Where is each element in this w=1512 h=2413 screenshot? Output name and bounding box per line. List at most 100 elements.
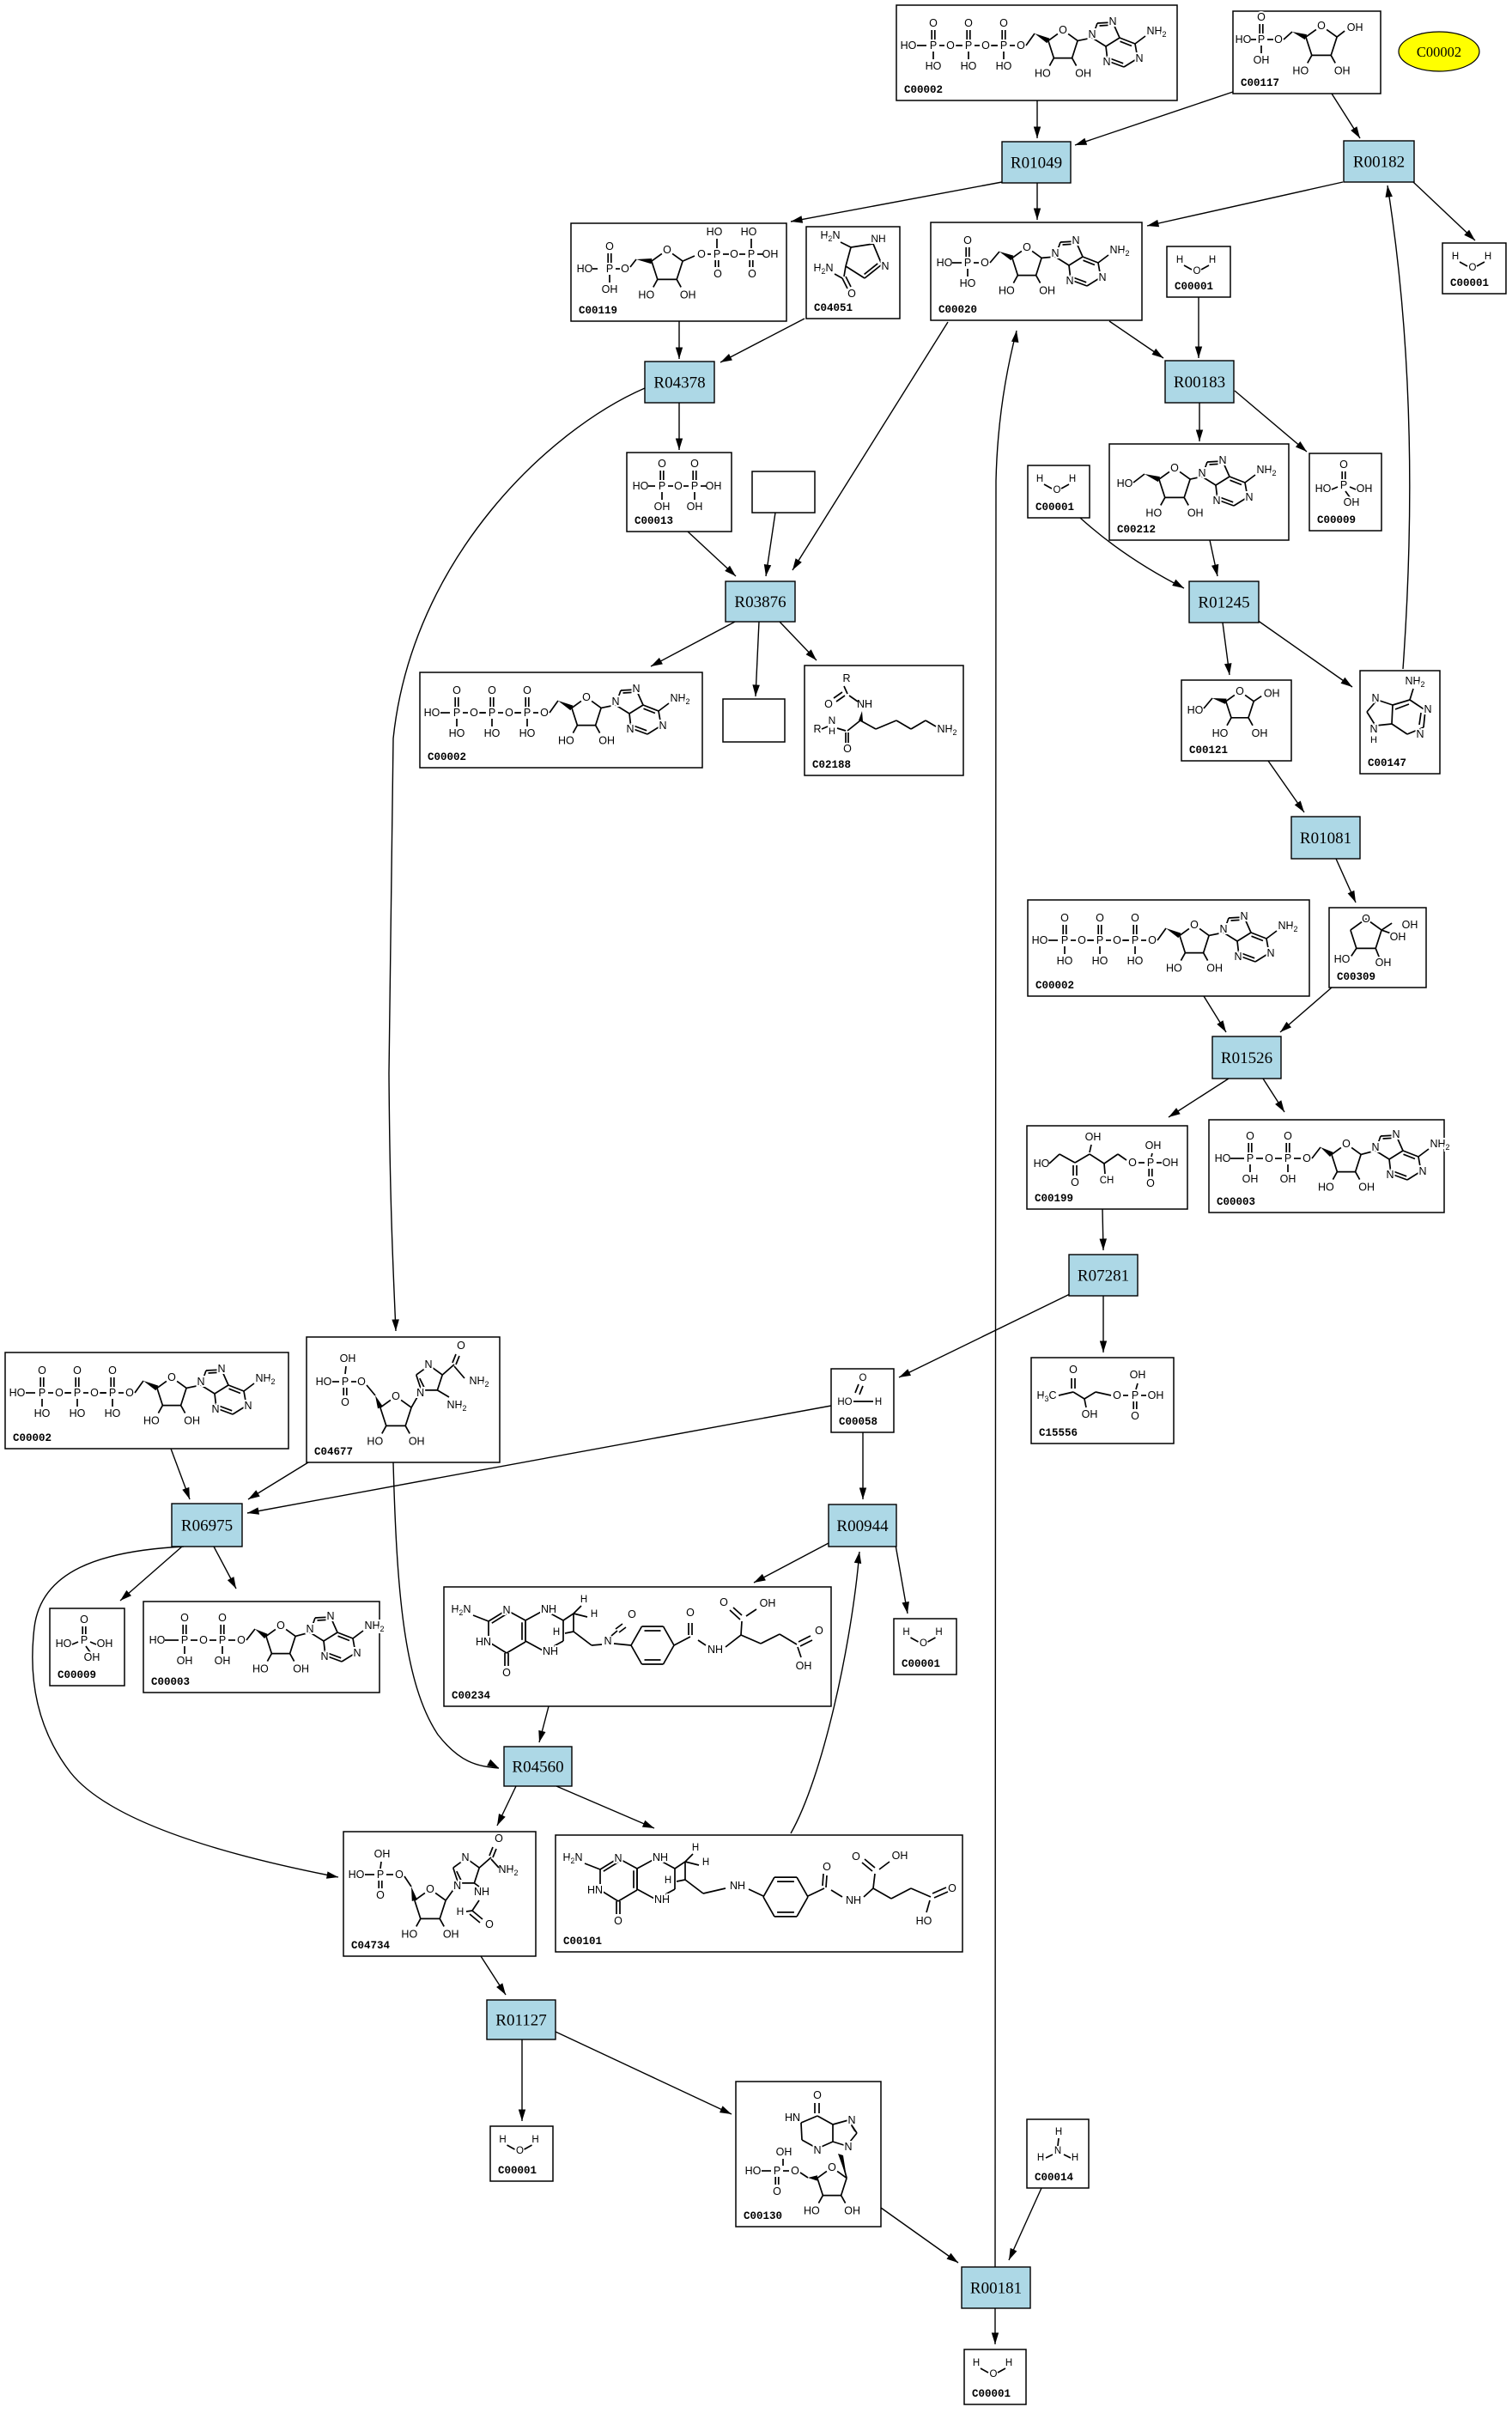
svg-text:OH: OH xyxy=(844,2205,860,2217)
svg-text:HO: HO xyxy=(937,257,953,269)
svg-text:HO: HO xyxy=(1166,963,1182,975)
svg-text:O: O xyxy=(813,2089,822,2101)
svg-text:O: O xyxy=(791,2165,799,2177)
svg-text:O: O xyxy=(663,244,671,256)
svg-text:OH: OH xyxy=(762,248,779,260)
svg-text:O: O xyxy=(999,17,1008,29)
svg-text:H: H xyxy=(531,2135,538,2145)
svg-text:C00101: C00101 xyxy=(563,1936,602,1948)
svg-text:N: N xyxy=(306,1623,313,1635)
svg-text:O: O xyxy=(964,17,973,29)
svg-text:OH: OH xyxy=(1187,507,1204,519)
svg-text:O: O xyxy=(1128,1157,1137,1169)
svg-text:N: N xyxy=(1066,275,1073,287)
svg-text:OH: OH xyxy=(654,501,671,513)
svg-text:R01049: R01049 xyxy=(1011,155,1062,173)
svg-text:OH: OH xyxy=(1254,54,1270,66)
svg-text:NH2​: NH2​ xyxy=(1278,920,1297,933)
svg-text:C04677: C04677 xyxy=(314,1446,353,1458)
svg-text:O: O xyxy=(1060,912,1069,924)
svg-text:O: O xyxy=(929,17,938,29)
svg-text:O: O xyxy=(1023,241,1031,253)
svg-text:O: O xyxy=(1096,912,1104,924)
svg-text:H: H xyxy=(692,1843,699,1853)
svg-text:H: H xyxy=(665,1875,671,1886)
svg-text:N: N xyxy=(1218,454,1226,466)
svg-text:O: O xyxy=(1193,266,1201,277)
svg-text:OH: OH xyxy=(796,1660,812,1672)
svg-text:O: O xyxy=(1469,263,1477,273)
svg-text:O: O xyxy=(457,1340,465,1352)
svg-text:OH: OH xyxy=(706,480,722,492)
svg-text:HN: HN xyxy=(587,1884,603,1896)
svg-text:O: O xyxy=(1054,485,1061,495)
svg-text:C00002: C00002 xyxy=(13,1432,52,1444)
svg-text:OH: OH xyxy=(687,501,703,513)
svg-text:HO: HO xyxy=(519,727,536,739)
svg-text:O: O xyxy=(582,691,591,703)
svg-text:H: H xyxy=(1037,2153,1044,2163)
svg-text:O: O xyxy=(516,2146,524,2156)
svg-text:C15556: C15556 xyxy=(1039,1427,1078,1439)
svg-text:OH: OH xyxy=(340,1352,356,1365)
svg-text:O: O xyxy=(395,1869,404,1881)
svg-text:H: H xyxy=(1072,2153,1078,2163)
svg-text:O: O xyxy=(946,40,955,52)
svg-text:HO: HO xyxy=(149,1634,166,1646)
svg-text:O: O xyxy=(426,1883,434,1895)
svg-text:OH: OH xyxy=(1163,1157,1179,1169)
svg-text:C00001: C00001 xyxy=(1035,501,1074,514)
svg-text:O: O xyxy=(218,1612,227,1624)
svg-text:P: P xyxy=(342,1376,349,1388)
svg-text:OH: OH xyxy=(409,1435,425,1447)
svg-text:N: N xyxy=(1418,1165,1426,1177)
svg-text:O: O xyxy=(180,1612,189,1624)
svg-text:HO: HO xyxy=(424,707,440,719)
svg-text:O: O xyxy=(773,2185,781,2197)
svg-text:HO: HO xyxy=(837,1397,852,1407)
svg-text:HO: HO xyxy=(745,2165,762,2177)
svg-text:HO: HO xyxy=(961,60,977,72)
svg-text:P: P xyxy=(1000,40,1007,52)
svg-text:OH: OH xyxy=(1242,1173,1259,1185)
svg-text:P: P xyxy=(965,40,972,52)
svg-text:P: P xyxy=(1258,33,1265,46)
svg-text:H: H xyxy=(1176,255,1183,265)
svg-text:R06975: R06975 xyxy=(181,1517,233,1535)
svg-text:OH: OH xyxy=(1130,1369,1146,1381)
svg-text:N: N xyxy=(1371,1141,1379,1153)
svg-text:C00117: C00117 xyxy=(1241,77,1279,89)
svg-text:N: N xyxy=(244,1400,252,1412)
svg-text:OH: OH xyxy=(293,1663,309,1675)
svg-text:H: H xyxy=(875,1397,882,1407)
svg-text:O: O xyxy=(658,458,666,470)
svg-text:HO: HO xyxy=(999,285,1015,297)
svg-text:O: O xyxy=(237,1634,246,1646)
svg-text:O: O xyxy=(948,1882,956,1894)
svg-text:C00003: C00003 xyxy=(151,1676,190,1688)
svg-text:H2​N: H2​N xyxy=(820,229,840,243)
svg-text:O: O xyxy=(1069,1364,1078,1376)
svg-text:N: N xyxy=(626,723,634,735)
svg-text:O: O xyxy=(1342,1138,1351,1150)
svg-text:OH: OH xyxy=(680,289,696,301)
svg-text:O: O xyxy=(1317,20,1326,32)
svg-text:N: N xyxy=(424,1358,432,1371)
svg-text:N: N xyxy=(197,1376,204,1388)
svg-text:C00001: C00001 xyxy=(972,2388,1011,2400)
svg-text:HN: HN xyxy=(785,2112,800,2124)
svg-text:OH: OH xyxy=(1085,1131,1102,1143)
svg-text:O: O xyxy=(1131,912,1139,924)
svg-text:OH: OH xyxy=(1148,1389,1164,1401)
svg-text:P: P xyxy=(524,707,531,719)
svg-text:NH: NH xyxy=(871,233,885,245)
svg-text:P: P xyxy=(606,263,613,275)
svg-text:NH: NH xyxy=(707,1644,723,1656)
svg-text:HO: HO xyxy=(901,40,917,52)
svg-text:H: H xyxy=(580,1595,587,1605)
svg-text:O: O xyxy=(502,1667,511,1679)
svg-text:O: O xyxy=(713,268,722,280)
svg-text:R: R xyxy=(813,723,821,735)
svg-text:NH: NH xyxy=(654,1893,670,1905)
svg-text:NH: NH xyxy=(730,1880,745,1892)
